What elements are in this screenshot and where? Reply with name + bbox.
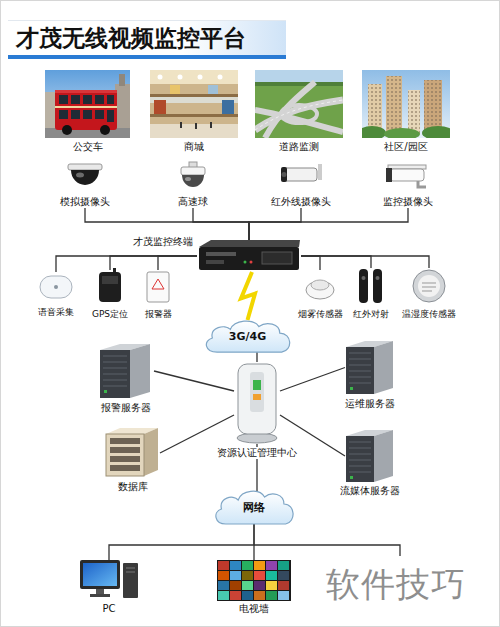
ops-server xyxy=(346,341,393,394)
node-label: 道路监测 xyxy=(279,141,319,153)
ir-bullet-camera xyxy=(281,164,322,182)
node-label: 报警服务器 xyxy=(101,402,151,414)
camera-icon: 监控摄像头 xyxy=(372,162,444,208)
diagram-title: 才茂无线视频监控平台 xyxy=(8,20,286,59)
connector-line xyxy=(301,256,429,268)
monitor-terminal xyxy=(199,240,300,270)
connector-line xyxy=(249,208,301,240)
photo-panel: 道路监测 xyxy=(255,70,343,138)
connector-line xyxy=(110,256,197,270)
node-label: 才茂监控终端 xyxy=(133,236,193,248)
terminal-device: 才茂监控终端 xyxy=(197,240,301,272)
camera-icon: 模拟摄像头 xyxy=(50,162,120,208)
voice-sensor xyxy=(40,276,72,298)
server-icon: 运维服务器 xyxy=(345,340,395,395)
streaming-server xyxy=(346,430,393,482)
video-wall: 电视墙 xyxy=(217,560,291,600)
alarm-server xyxy=(100,344,150,398)
road-photo xyxy=(255,70,343,138)
gps-device xyxy=(99,268,121,302)
connector-line xyxy=(301,256,371,268)
database-array xyxy=(106,428,158,476)
auth-center-device xyxy=(237,364,277,443)
node-label: 社区/园区 xyxy=(384,141,427,153)
bus-photo xyxy=(45,70,130,138)
node-label: 报警器 xyxy=(145,308,172,320)
node-label: 语音采集 xyxy=(38,306,74,318)
photo-panel: 公交车 xyxy=(45,70,130,138)
community-photo xyxy=(358,70,454,140)
smoke-sensor xyxy=(306,280,334,299)
pc-computer xyxy=(80,560,138,598)
node-label: 流媒体服务器 xyxy=(340,485,400,497)
server-icon: 报警服务器 xyxy=(98,343,154,399)
connector-line xyxy=(56,256,197,272)
connector-line xyxy=(193,208,249,240)
network-bus-extension xyxy=(254,545,400,556)
sensor-icon: 语音采集 xyxy=(38,272,74,302)
node-label: 红外线摄像头 xyxy=(271,196,331,208)
wireless-link xyxy=(241,272,255,320)
connector-line xyxy=(301,256,320,270)
node-label: 商城 xyxy=(184,141,204,153)
infrared-beam-sensor xyxy=(359,269,382,303)
cloud-3g4g: 3G/4G xyxy=(200,318,295,356)
bullet-camera xyxy=(386,165,426,187)
connector-line xyxy=(280,368,345,392)
speed-dome-camera xyxy=(181,162,205,187)
sensor-icon: 温湿度传感器 xyxy=(412,268,446,304)
sensor-icon: 红外对射 xyxy=(358,268,384,304)
alarm-device xyxy=(147,272,169,302)
node-label: PC xyxy=(102,603,115,615)
mall-photo xyxy=(150,70,238,138)
connector-line xyxy=(253,524,254,560)
node-label: 3G/4G xyxy=(200,331,295,343)
connector-line xyxy=(154,371,234,391)
video-wall xyxy=(217,560,291,601)
node-label: 运维服务器 xyxy=(345,398,395,410)
connector-line xyxy=(158,256,197,270)
connector-line xyxy=(256,352,257,362)
node-label: GPS定位 xyxy=(92,308,128,320)
node-label: 烟雾传感器 xyxy=(298,308,343,320)
auth-center: 资源认证管理中心 xyxy=(234,362,280,444)
server-icon: 流媒体服务器 xyxy=(345,430,395,482)
connector-line xyxy=(249,208,408,240)
sensor-icon: 报警器 xyxy=(145,270,171,304)
node-label: 数据库 xyxy=(118,481,148,493)
database-icon: 数据库 xyxy=(105,428,160,478)
pc-icon: PC xyxy=(78,560,140,600)
node-label: 红外对射 xyxy=(353,308,389,320)
node-label: 电视墙 xyxy=(239,603,269,615)
sensor-icon: 烟雾传感器 xyxy=(305,270,335,304)
photo-panel: 商城 xyxy=(150,70,238,138)
temp-humidity-sensor xyxy=(413,270,445,302)
camera-icon: 红外线摄像头 xyxy=(265,162,337,208)
node-label: 模拟摄像头 xyxy=(60,196,110,208)
node-label: 监控摄像头 xyxy=(383,196,433,208)
node-label: 网络 xyxy=(210,502,298,514)
sensor-icon: GPS定位 xyxy=(95,270,125,304)
node-label: 温湿度传感器 xyxy=(402,308,456,320)
camera-icon: 高速球 xyxy=(158,162,228,208)
dome-camera xyxy=(68,164,102,185)
node-label: 资源认证管理中心 xyxy=(215,447,299,459)
watermark: 软件技巧 xyxy=(326,562,466,608)
cloud-network: 网络 xyxy=(210,488,298,528)
connector-line xyxy=(85,208,249,240)
node-label: 公交车 xyxy=(73,141,103,153)
photo-panel: 社区/园区 xyxy=(362,70,450,138)
connector-line xyxy=(109,524,254,560)
node-label: 高速球 xyxy=(178,196,208,208)
